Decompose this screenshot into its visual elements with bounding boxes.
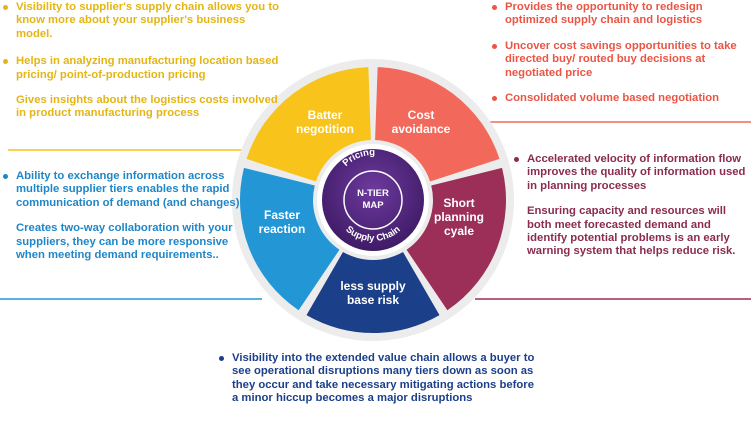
short-planning-notes: Accelerated velocity of information flow… bbox=[511, 153, 751, 259]
faster-reaction-notes: Ability to exchange information across m… bbox=[0, 170, 240, 262]
segment-short-planning-cycle bbox=[406, 167, 506, 311]
list-item: Creates two-way collaboration with your … bbox=[0, 222, 240, 262]
hub-title-line1: N-TIER bbox=[357, 188, 389, 199]
bullet-icon bbox=[514, 157, 519, 162]
note-text: Accelerated velocity of information flow… bbox=[527, 153, 746, 192]
segment-label-faster-reaction: reaction bbox=[259, 222, 306, 236]
segment-label-cost-avoidance: Cost bbox=[408, 108, 435, 122]
list-item: Visibility into the extended value chain… bbox=[216, 352, 541, 406]
note-text: Gives insights about the logistics costs… bbox=[16, 94, 278, 120]
list-item: Consolidated volume based negotiation bbox=[489, 92, 751, 105]
note-text: Visibility into the extended value chain… bbox=[232, 352, 535, 405]
bullet-icon bbox=[219, 356, 224, 361]
segment-better-negotiation bbox=[246, 67, 371, 182]
segment-label-short-planning-cycle: Short bbox=[443, 196, 474, 210]
segment-label-faster-reaction: Faster bbox=[264, 208, 300, 222]
note-text: Consolidated volume based negotiation bbox=[505, 92, 720, 105]
list-item: Ability to exchange information across m… bbox=[0, 170, 240, 210]
segment-label-better-negotiation: Batter bbox=[308, 108, 343, 122]
bullet-icon bbox=[492, 5, 497, 10]
hub-circle bbox=[322, 149, 424, 251]
cost-avoidance-notes: Provides the opportunity to redesign opt… bbox=[489, 1, 751, 105]
list-item: Ensuring capacity and resources will bot… bbox=[511, 205, 751, 259]
segment-label-less-supply-base-risk: base risk bbox=[347, 293, 399, 307]
supply-risk-notes: Visibility into the extended value chain… bbox=[216, 352, 541, 406]
segment-faster-reaction bbox=[239, 167, 340, 311]
bullet-icon bbox=[3, 174, 8, 179]
list-item: Helps in analyzing manufacturing locatio… bbox=[0, 55, 282, 82]
bullet-icon bbox=[3, 5, 8, 10]
list-item: Provides the opportunity to redesign opt… bbox=[489, 1, 751, 28]
list-item: Visibility to supplier's supply chain al… bbox=[0, 1, 282, 41]
segment-label-cost-avoidance: avoidance bbox=[392, 122, 451, 136]
segment-less-supply-base-risk bbox=[306, 251, 440, 333]
note-text: Visibility to supplier's supply chain al… bbox=[16, 1, 279, 40]
note-text: Ensuring capacity and resources will bot… bbox=[527, 205, 736, 258]
bullet-icon bbox=[492, 43, 497, 49]
hub-inner-ring bbox=[343, 170, 403, 230]
note-text: Creates two-way collaboration with your … bbox=[16, 222, 233, 262]
bullet-icon bbox=[3, 59, 8, 65]
segment-label-short-planning-cycle: cyale bbox=[444, 224, 474, 238]
segment-label-better-negotiation: negotition bbox=[296, 122, 354, 136]
segment-cost-avoidance bbox=[375, 67, 500, 182]
note-text: Ability to exchange information across m… bbox=[16, 170, 240, 209]
list-item: Uncover cost savings opportunities to ta… bbox=[489, 40, 751, 80]
note-text: Helps in analyzing manufacturing locatio… bbox=[16, 55, 279, 81]
segment-label-short-planning-cycle: planning bbox=[434, 210, 484, 224]
note-text: Provides the opportunity to redesign opt… bbox=[505, 1, 703, 27]
list-item: Gives insights about the logistics costs… bbox=[0, 94, 282, 121]
note-text: Uncover cost savings opportunities to ta… bbox=[505, 39, 737, 79]
hub-title-line2: MAP bbox=[362, 200, 384, 211]
bullet-icon bbox=[492, 96, 497, 102]
better-negotiation-notes: Visibility to supplier's supply chain al… bbox=[0, 1, 282, 121]
list-item: Accelerated velocity of information flow… bbox=[511, 153, 751, 193]
segment-label-less-supply-base-risk: less supply bbox=[340, 279, 406, 293]
